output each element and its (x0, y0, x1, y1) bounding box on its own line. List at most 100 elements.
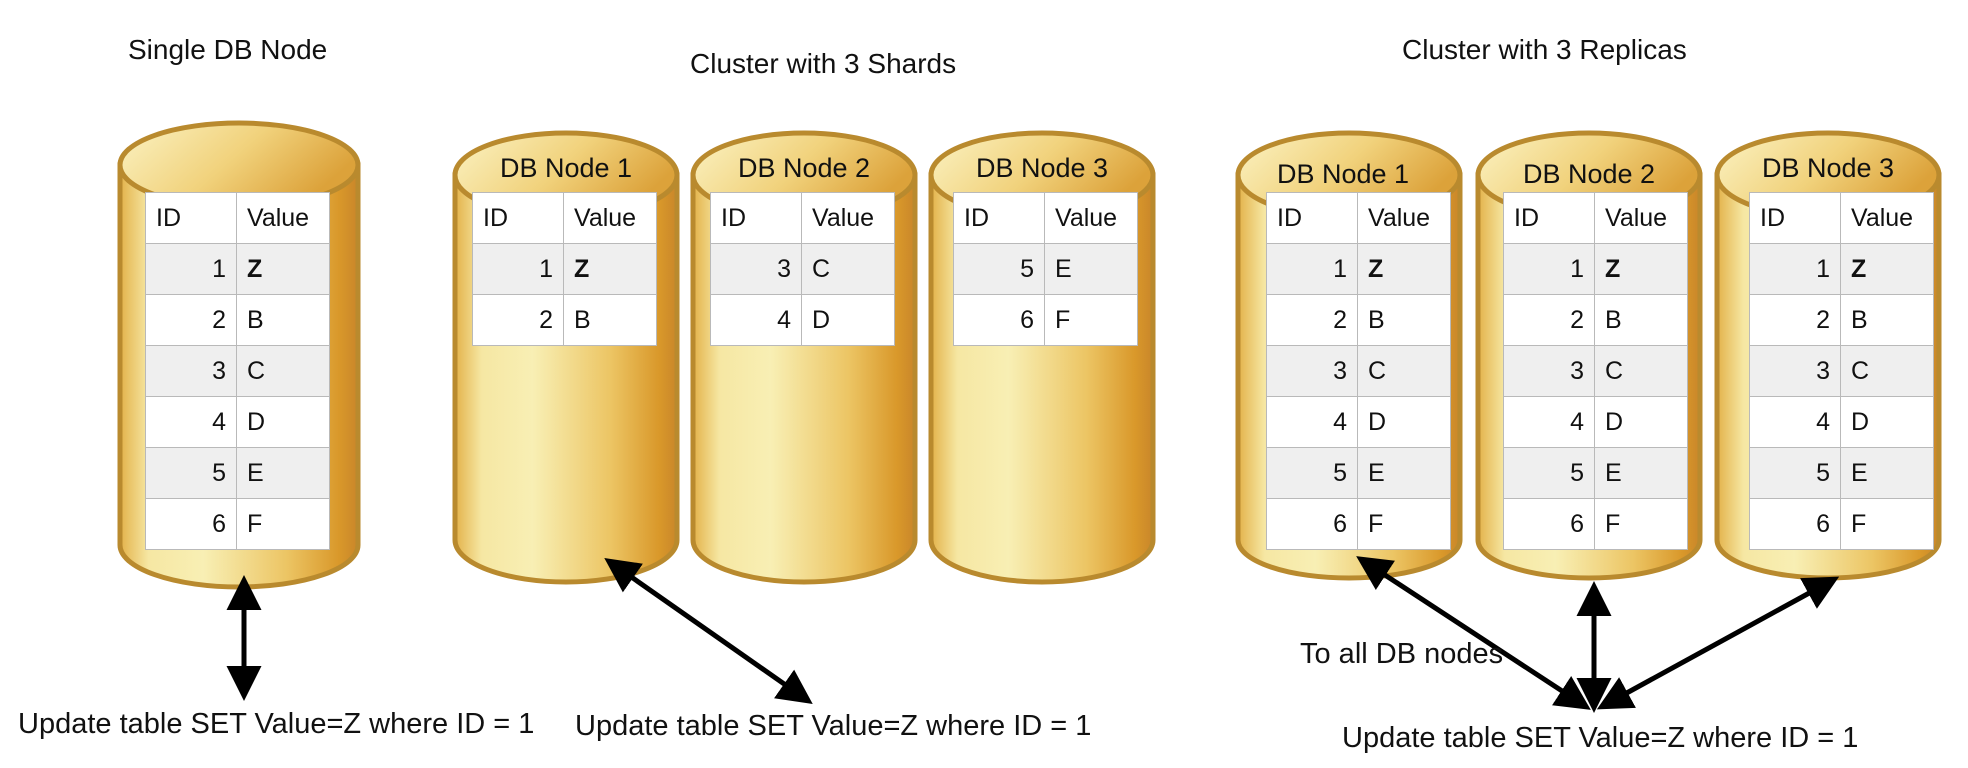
cell-value: E (1840, 447, 1934, 499)
cell-id: 3 (710, 243, 802, 295)
cell-id: 1 (1266, 243, 1358, 295)
cell-id: 1 (1749, 243, 1841, 295)
cell-value-updated: Z (1840, 243, 1934, 295)
node-title-shard-3: DB Node 3 (975, 153, 1109, 183)
node-title-replica-3: DB Node 3 (1761, 153, 1895, 183)
column-header-value: Value (1840, 192, 1934, 244)
cell-id: 3 (1749, 345, 1841, 397)
column-header-value: Value (563, 192, 657, 244)
node-title-shard-1: DB Node 1 (499, 153, 633, 183)
cell-id: 3 (145, 345, 237, 397)
cell-id: 1 (472, 243, 564, 295)
column-header-value: Value (1594, 192, 1688, 244)
query-shards: Update table SET Value=Z where ID = 1 (575, 710, 1092, 742)
column-header-value: Value (1044, 192, 1138, 244)
cell-id: 2 (1266, 294, 1358, 346)
cell-value: F (236, 498, 330, 550)
arrow-replica-3 (1596, 576, 1840, 710)
cell-id: 2 (145, 294, 237, 346)
column-header-id: ID (953, 192, 1045, 244)
column-header-id: ID (710, 192, 802, 244)
cell-id: 4 (1266, 396, 1358, 448)
column-header-id: ID (1503, 192, 1595, 244)
cell-value: B (1840, 294, 1934, 346)
column-header-value: Value (1357, 192, 1451, 244)
cell-value: E (1357, 447, 1451, 499)
cell-id: 5 (1503, 447, 1595, 499)
cell-value: D (1594, 396, 1688, 448)
cell-value: D (1840, 396, 1934, 448)
column-header-id: ID (1266, 192, 1358, 244)
cell-id: 4 (710, 294, 802, 346)
column-header-id: ID (1749, 192, 1841, 244)
query-replicas: Update table SET Value=Z where ID = 1 (1342, 722, 1859, 754)
cell-value: D (236, 396, 330, 448)
cell-value: D (1357, 396, 1451, 448)
cell-value: D (801, 294, 895, 346)
cell-id: 6 (1266, 498, 1358, 550)
cell-id: 3 (1266, 345, 1358, 397)
arrow-replica-1 (1356, 556, 1591, 710)
cell-id: 6 (1503, 498, 1595, 550)
cell-value-updated: Z (1594, 243, 1688, 295)
cell-value: B (563, 294, 657, 346)
node-title-replica-1: DB Node 1 (1276, 159, 1410, 189)
cell-value: E (236, 447, 330, 499)
cell-id: 4 (1749, 396, 1841, 448)
cell-value: F (1044, 294, 1138, 346)
cell-value-updated: Z (1357, 243, 1451, 295)
cell-value: B (1357, 294, 1451, 346)
cell-value: F (1357, 498, 1451, 550)
cell-id: 2 (1749, 294, 1841, 346)
cell-value: E (1594, 447, 1688, 499)
annotation-to-all: To all DB nodes (1300, 638, 1504, 670)
section-title-single: Single DB Node (128, 34, 328, 65)
node-title-replica-2: DB Node 2 (1522, 159, 1656, 189)
cell-value: C (1594, 345, 1688, 397)
cell-id: 1 (1503, 243, 1595, 295)
cell-value: F (1840, 498, 1934, 550)
cell-value: F (1594, 498, 1688, 550)
cell-id: 4 (145, 396, 237, 448)
cell-value: B (1594, 294, 1688, 346)
cell-id: 6 (1749, 498, 1841, 550)
cell-id: 3 (1503, 345, 1595, 397)
cell-value-updated: Z (236, 243, 330, 295)
cell-value: C (801, 243, 895, 295)
cell-id: 6 (953, 294, 1045, 346)
